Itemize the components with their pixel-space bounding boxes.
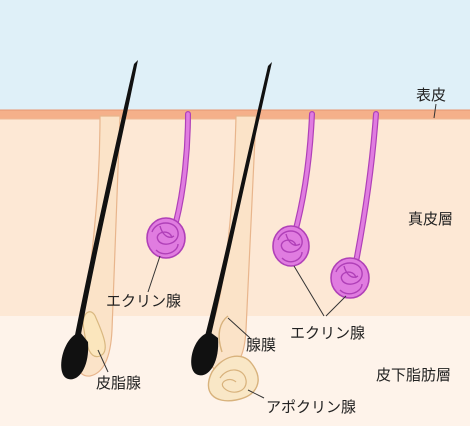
- hair-bulb-right: [191, 332, 219, 376]
- label-eccrine-right: エクリン腺: [290, 324, 365, 342]
- leader-eccrine-left: [147, 255, 161, 293]
- eccrine-duct-left: [174, 112, 190, 224]
- label-sebaceous: 皮脂腺: [96, 374, 141, 392]
- label-gland-membrane: 腺膜: [246, 336, 276, 354]
- label-apocrine: アポクリン腺: [266, 398, 356, 416]
- leader-epidermis: [433, 103, 437, 119]
- eccrine-coil-middle: [272, 225, 310, 267]
- eccrine-coil-left: [146, 217, 186, 259]
- label-epidermis: 表皮: [416, 86, 446, 104]
- leader-eccrine-middle: [293, 265, 325, 317]
- eccrine-coil-right: [330, 257, 370, 299]
- eccrine-duct-right: [354, 112, 378, 264]
- apocrine-gland: [207, 315, 259, 402]
- sebaceous-gland: [82, 311, 106, 358]
- leader-eccrine-right: [325, 295, 347, 317]
- label-dermis: 真皮層: [408, 210, 453, 228]
- hair-bulb-left: [61, 332, 89, 380]
- leader-apocrine: [247, 389, 265, 399]
- epidermis-layer: [0, 110, 470, 119]
- label-subcutaneous: 皮下脂肪層: [376, 366, 451, 384]
- eccrine-duct-middle: [292, 112, 314, 238]
- hair-shaft-right: [204, 62, 272, 340]
- leader-gland-membrane: [227, 317, 251, 339]
- label-eccrine-left: エクリン腺: [106, 292, 181, 310]
- hair-shaft-left: [74, 60, 138, 340]
- sky-area: [0, 0, 470, 116]
- leader-sebaceous: [97, 349, 109, 373]
